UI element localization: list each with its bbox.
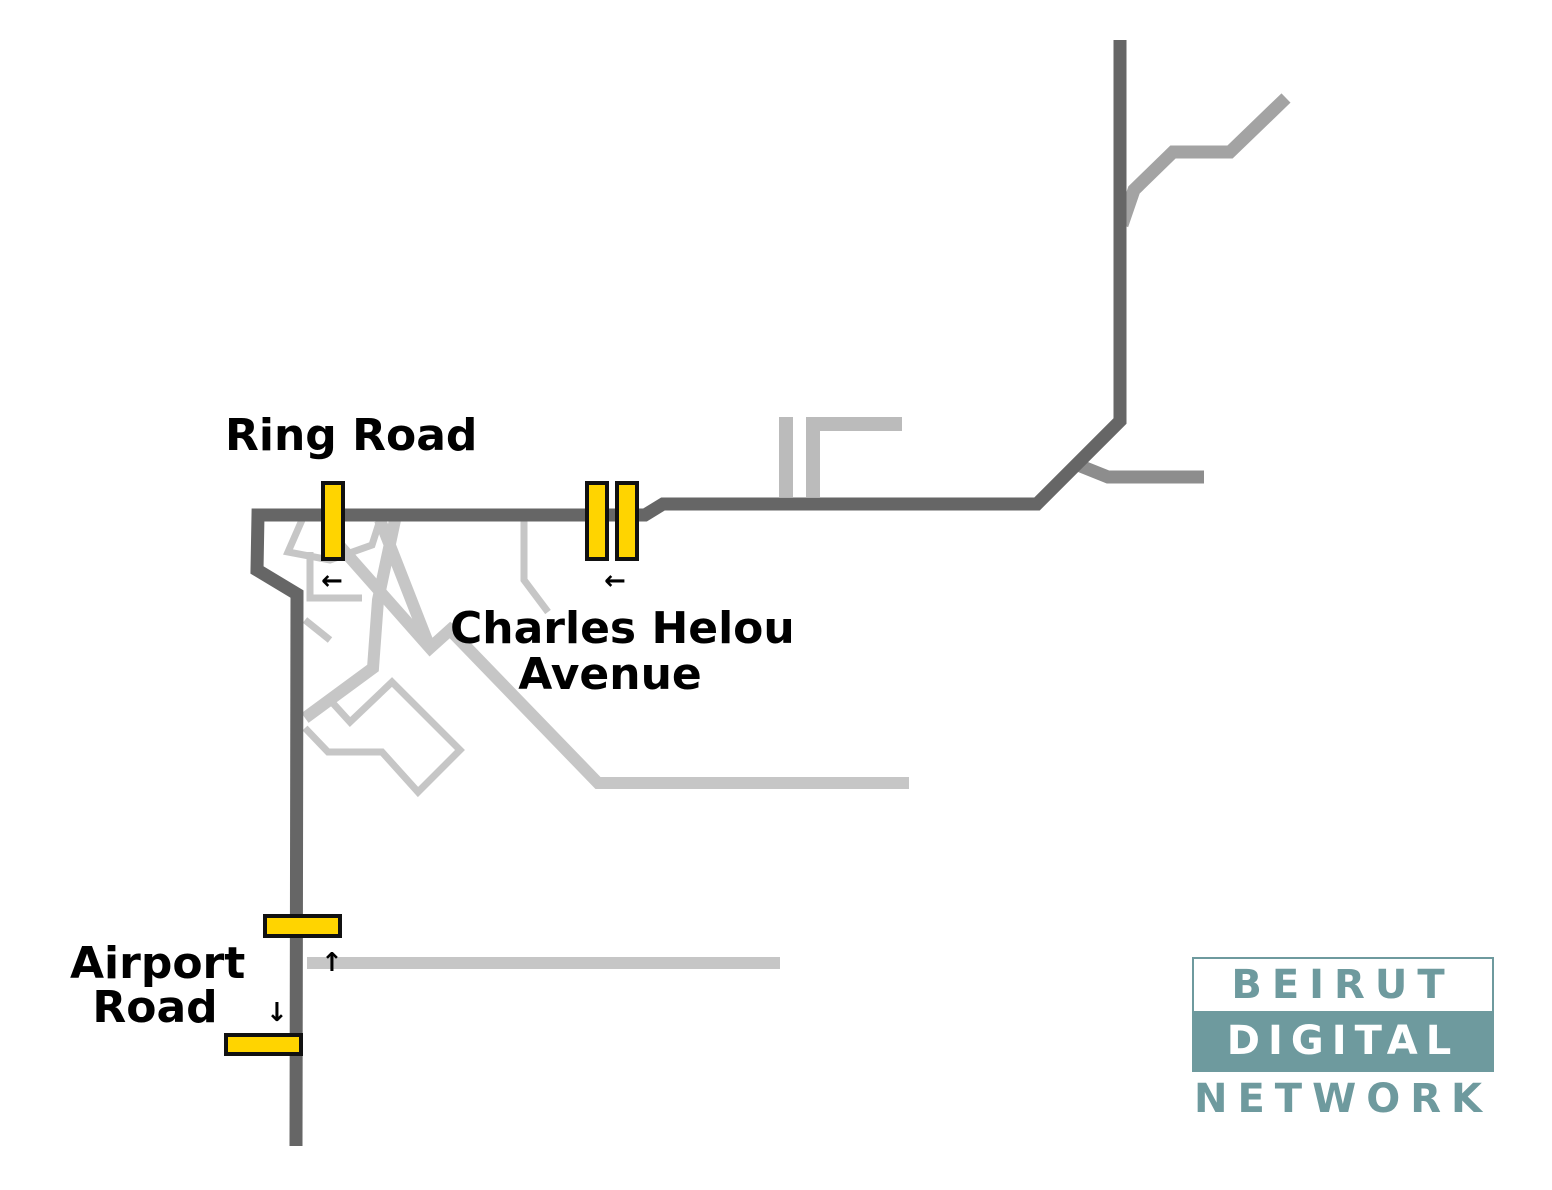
logo-line-network: NETWORK <box>1193 1076 1492 1122</box>
arrow-left-icon: ← <box>321 566 343 596</box>
minor-road <box>520 520 551 615</box>
label-charles-helou-line1: Charles Helou <box>450 603 795 654</box>
minor-road <box>301 518 401 723</box>
label-airport-road: Airport Road <box>70 938 246 1033</box>
billboard-charles-helou-2[interactable] <box>615 481 639 561</box>
label-charles-helou: Charles Helou Avenue <box>450 603 795 700</box>
secondary-roads <box>1075 93 1291 484</box>
beirut-digital-network-logo: BEIRUT DIGITAL NETWORK <box>1192 957 1494 1122</box>
billboard-airport-road-2[interactable] <box>224 1033 303 1056</box>
label-airport-road-line2: Road <box>92 982 218 1033</box>
minor-road <box>325 531 909 789</box>
billboard-charles-helou-1[interactable] <box>585 481 609 561</box>
logo-line-beirut: BEIRUT <box>1192 957 1494 1013</box>
billboards <box>224 481 639 1056</box>
arrow-left-icon: ← <box>604 566 626 596</box>
secondary-road <box>1115 93 1291 228</box>
arrow-up-icon: ↑ <box>321 948 343 978</box>
minor-road <box>302 677 465 798</box>
billboard-ring-road[interactable] <box>321 481 345 561</box>
minor-road <box>302 617 333 643</box>
major-roads <box>250 40 1127 1147</box>
minor-road <box>374 517 436 651</box>
secondary-road <box>1075 458 1204 484</box>
arrow-down-icon: ↓ <box>266 998 288 1028</box>
label-airport-road-line1: Airport <box>70 938 246 989</box>
logo-line-digital: DIGITAL <box>1192 1011 1494 1072</box>
major-road-ring-charles <box>250 40 1127 1147</box>
label-ring-road: Ring Road <box>225 410 478 461</box>
billboard-airport-road-1[interactable] <box>263 914 342 938</box>
label-charles-helou-line2: Avenue <box>518 649 702 700</box>
minor-road <box>806 417 902 497</box>
minor-road <box>306 552 362 602</box>
minor-roads <box>283 417 909 969</box>
